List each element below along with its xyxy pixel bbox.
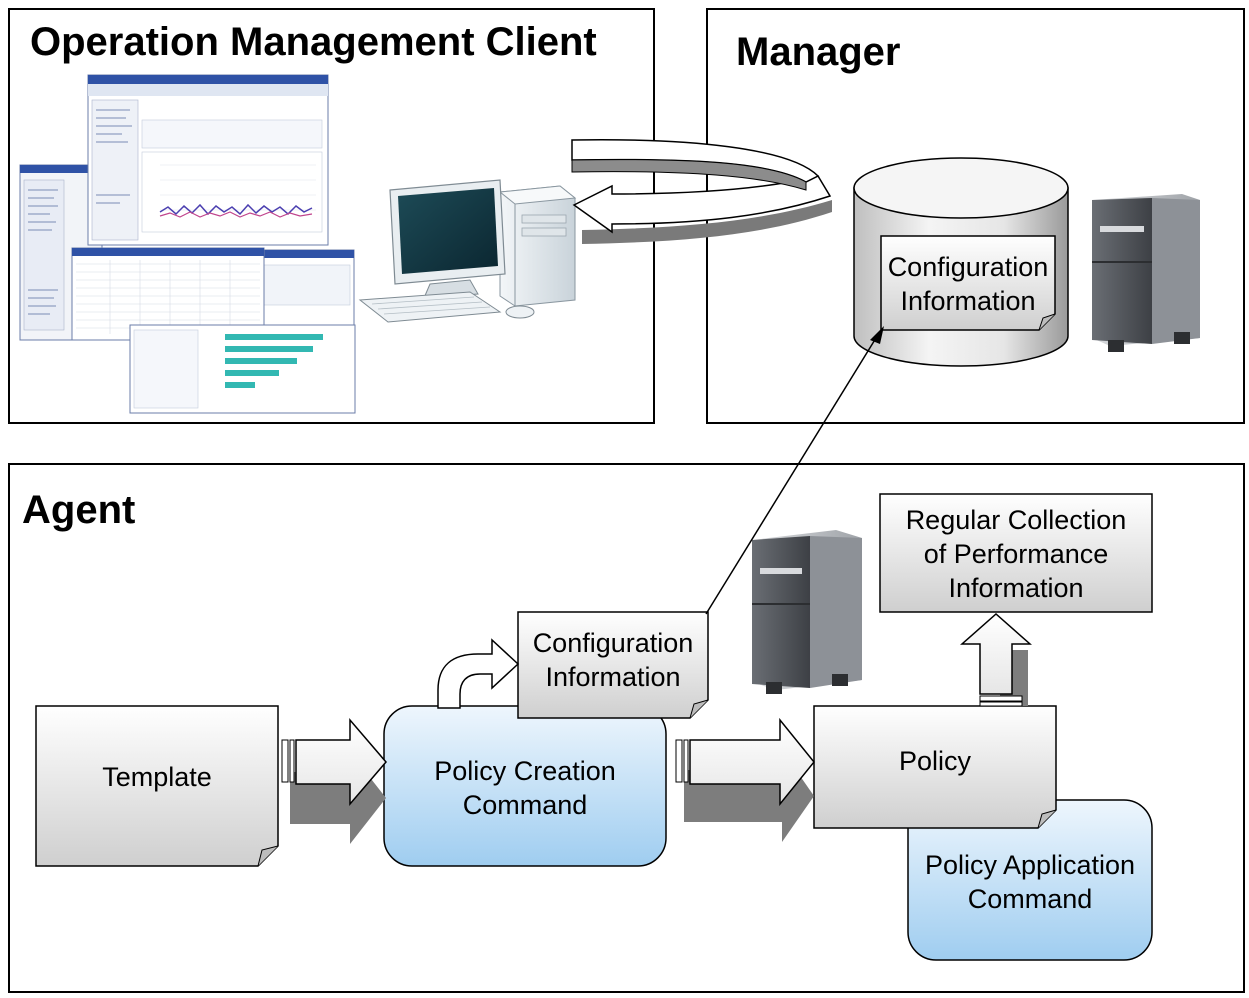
policy-creation-label: Policy Creation Command xyxy=(384,754,666,822)
policy-application-line-1: Policy Application xyxy=(924,850,1136,880)
regular-collection-line-1: Regular Collection xyxy=(905,505,1127,535)
regular-collection-box xyxy=(879,493,1153,613)
sync-curved-arrow xyxy=(571,139,832,244)
manager-panel-title: Manager xyxy=(736,30,901,74)
agent-config-label: Configuration Information xyxy=(518,626,708,694)
creation-to-config-arrow xyxy=(437,638,520,709)
policy-creation-line-1: Policy Creation xyxy=(434,756,616,786)
agent-panel-title: Agent xyxy=(22,488,136,532)
manager-config-label: Configuration Information xyxy=(881,250,1055,318)
manager-config-document xyxy=(880,235,1056,331)
manager-config-line-2: Information xyxy=(900,286,1036,316)
policy-label: Policy xyxy=(898,746,972,776)
policy-application-label: Policy Application Command xyxy=(908,848,1152,916)
policy-to-collection-arrow xyxy=(960,612,1032,707)
config-upload-arrow xyxy=(705,326,884,615)
template-label: Template xyxy=(102,762,212,792)
agent-config-line-2: Information xyxy=(545,662,681,692)
policy-application-line-2: Command xyxy=(967,884,1093,914)
client-pc-image xyxy=(358,179,577,323)
policy-document xyxy=(813,705,1057,829)
regular-collection-line-2: of Performance xyxy=(923,539,1109,569)
template-document xyxy=(35,705,279,867)
client-panel-title: Operation Management Client xyxy=(30,20,597,64)
agent-config-document xyxy=(517,611,709,719)
manager-config-line-1: Configuration xyxy=(887,252,1049,282)
policy-creation-line-2: Command xyxy=(462,790,588,820)
regular-collection-line-3: Information xyxy=(948,573,1084,603)
agent-config-line-1: Configuration xyxy=(532,628,694,658)
template-to-creation-arrow xyxy=(281,717,387,844)
manager-server-image xyxy=(1092,194,1200,352)
agent-server-image xyxy=(752,530,862,694)
creation-to-policy-arrow xyxy=(675,717,815,842)
regular-collection-label: Regular Collection of Performance Inform… xyxy=(880,503,1152,605)
client-screenshots-image xyxy=(19,74,356,414)
